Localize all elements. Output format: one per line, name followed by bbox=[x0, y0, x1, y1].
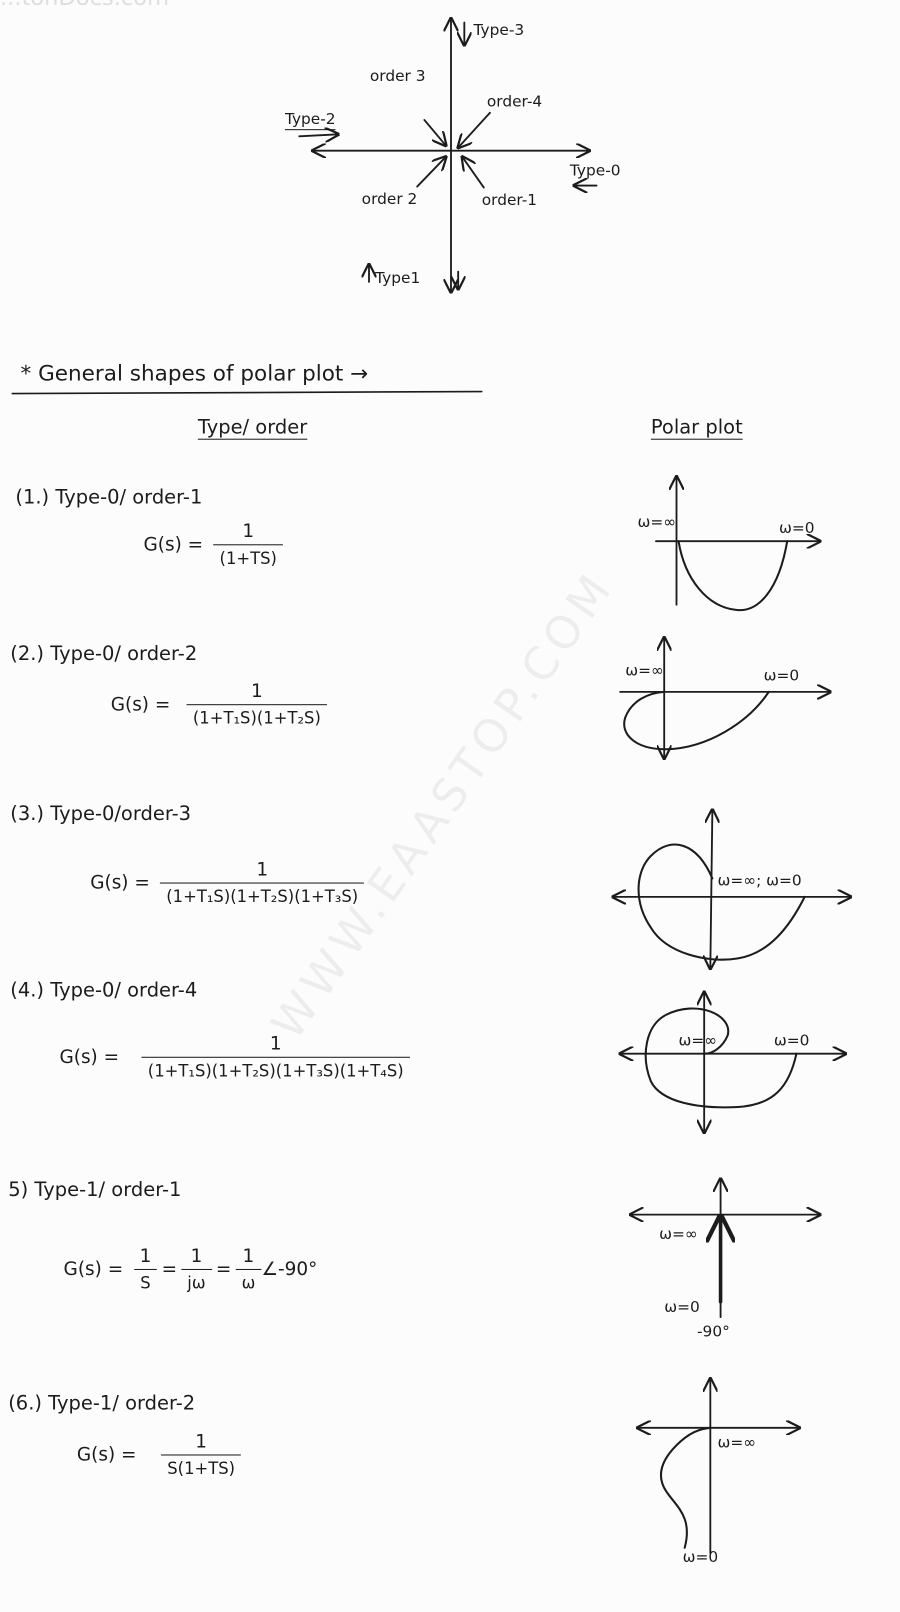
item-2-transfer-function: G(s) = 1(1+T₁S)(1+T₂S) bbox=[111, 681, 327, 728]
plot4-label-inf: ω=∞ bbox=[678, 1031, 718, 1050]
order3-label: order 3 bbox=[369, 66, 426, 86]
plot6-label-inf: ω=∞ bbox=[717, 1432, 757, 1452]
type3-label: Type-3 bbox=[473, 20, 525, 39]
denominator: ω bbox=[235, 1268, 262, 1293]
order1-label: order-1 bbox=[481, 190, 538, 210]
item-5-title: 5) Type-1/ order-1 bbox=[8, 1178, 182, 1202]
denominator: S(1+TS) bbox=[161, 1454, 242, 1478]
denominator: (1+T₁S)(1+T₂S) bbox=[186, 704, 327, 728]
item-3-transfer-function: G(s) = 1(1+T₁S)(1+T₂S)(1+T₃S) bbox=[90, 858, 365, 906]
denominator: (1+TS) bbox=[213, 544, 284, 568]
numerator: 1 bbox=[250, 680, 263, 703]
equals: = bbox=[215, 1258, 232, 1280]
lhs: G(s) = bbox=[110, 693, 171, 715]
item-1-title: (1.) Type-0/ order-1 bbox=[15, 485, 203, 509]
order4-label: order-4 bbox=[486, 92, 543, 111]
item-3-title: (3.) Type-0/order-3 bbox=[10, 802, 192, 826]
order4-arrow bbox=[458, 111, 491, 148]
item-1-transfer-function: G(s) = 1(1+TS) bbox=[144, 521, 284, 568]
polar-plot-4 bbox=[620, 992, 846, 1132]
lhs: G(s) = bbox=[90, 871, 150, 894]
denominator: (1+T₁S)(1+T₂S)(1+T₃S)(1+T₄S) bbox=[141, 1056, 410, 1080]
polar-plot-6 bbox=[638, 1379, 800, 1554]
numerator: 1 bbox=[190, 1245, 203, 1267]
numerator: 1 bbox=[242, 1245, 255, 1267]
lhs: G(s) = bbox=[63, 1258, 124, 1280]
plot4-label-zero: ω=0 bbox=[773, 1031, 810, 1050]
plot1-label-inf: ω=∞ bbox=[637, 512, 677, 531]
type2-label: Type-2 bbox=[284, 109, 336, 129]
column-type-order: Type/ order bbox=[197, 416, 308, 439]
denominator: S bbox=[134, 1268, 157, 1293]
order1-arrow bbox=[462, 157, 485, 189]
item-4-title: (4.) Type-0/ order-4 bbox=[10, 978, 198, 1002]
numerator: 1 bbox=[242, 520, 255, 543]
plot3-label: ω=∞; ω=0 bbox=[717, 871, 802, 890]
plot1-label-zero: ω=0 bbox=[779, 518, 815, 538]
numerator: 1 bbox=[256, 858, 269, 881]
polar-plot-3 bbox=[613, 810, 851, 969]
order3-arrow bbox=[423, 119, 446, 146]
site-watermark: ...tonDocs.com bbox=[0, 0, 169, 11]
lhs: G(s) = bbox=[143, 533, 204, 556]
denominator: (1+T₁S)(1+T₂S)(1+T₃S) bbox=[160, 882, 365, 906]
column-polar-plot: Polar plot bbox=[650, 416, 743, 439]
plot5-label-angle: -90° bbox=[697, 1322, 730, 1341]
plot2-label-zero: ω=0 bbox=[763, 666, 800, 685]
numerator: 1 bbox=[269, 1033, 282, 1055]
type-order-axes-diagram bbox=[298, 18, 598, 292]
angle: ∠-90° bbox=[261, 1258, 318, 1280]
equals: = bbox=[161, 1258, 178, 1280]
denominator: jω bbox=[181, 1268, 212, 1293]
section-heading: * General shapes of polar plot → bbox=[20, 360, 369, 386]
item-4-transfer-function: G(s) = 1(1+T₁S)(1+T₂S)(1+T₃S)(1+T₄S) bbox=[59, 1033, 410, 1080]
polar-plot-2 bbox=[619, 638, 830, 759]
lhs: G(s) = bbox=[76, 1443, 137, 1466]
order2-label: order 2 bbox=[361, 189, 418, 209]
numerator: 1 bbox=[195, 1430, 208, 1453]
polar-plot-1 bbox=[655, 477, 820, 612]
item-2-title: (2.) Type-0/ order-2 bbox=[10, 642, 198, 666]
plot6-label-zero: ω=0 bbox=[682, 1547, 719, 1567]
type1-label: Type1 bbox=[375, 268, 421, 287]
numerator: 1 bbox=[139, 1245, 152, 1267]
plot2-label-inf: ω=∞ bbox=[625, 661, 664, 680]
item-6-title: (6.) Type-1/ order-2 bbox=[8, 1391, 196, 1415]
polar-plot-5 bbox=[630, 1179, 820, 1319]
order2-arrow bbox=[416, 157, 446, 188]
type0-label: Type-0 bbox=[569, 160, 621, 180]
lhs: G(s) = bbox=[59, 1046, 120, 1068]
plot5-label-inf: ω=∞ bbox=[659, 1224, 698, 1244]
plot5-label-zero: ω=0 bbox=[664, 1297, 700, 1317]
